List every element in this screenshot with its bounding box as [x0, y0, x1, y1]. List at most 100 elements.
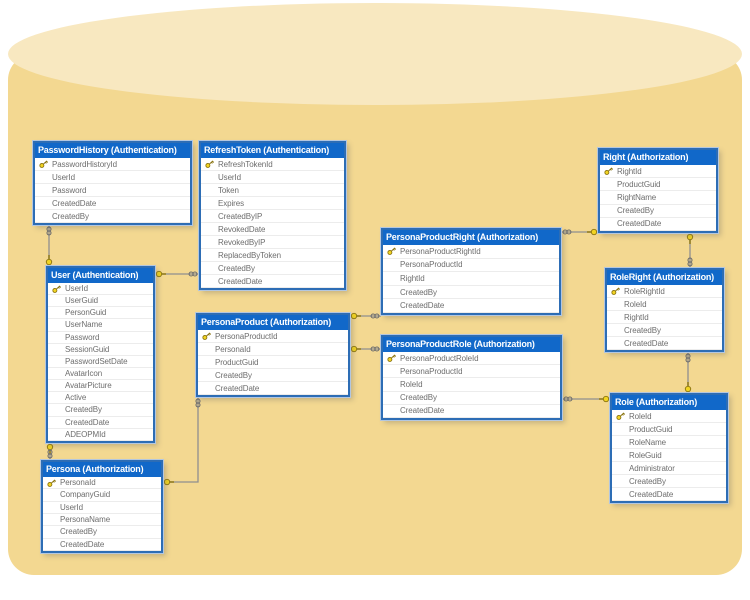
field-row[interactable]: PersonaProductId — [383, 365, 560, 379]
field-row[interactable]: CreatedBy — [35, 210, 190, 223]
field-row[interactable]: CompanyGuid — [43, 489, 161, 502]
field-row[interactable]: CreatedByIP — [201, 210, 344, 223]
field-row[interactable]: RoleName — [612, 436, 726, 449]
field-row[interactable]: Token — [201, 184, 344, 197]
field-row[interactable]: PersonGuid — [48, 307, 153, 320]
field-row[interactable]: CreatedDate — [612, 488, 726, 501]
field-row[interactable]: CreatedDate — [201, 275, 344, 288]
one-end-key-icon — [599, 395, 610, 403]
table-title[interactable]: Persona (Authorization) — [43, 462, 161, 477]
field-row[interactable]: AvatarPicture — [48, 380, 153, 393]
field-row[interactable]: ReplacedByToken — [201, 249, 344, 262]
field-name: CreatedDate — [400, 406, 445, 416]
field-row[interactable]: UserId — [43, 502, 161, 514]
field-row[interactable]: CreatedBy — [600, 205, 716, 218]
one-end-key-icon — [686, 233, 694, 244]
field-row[interactable]: RevokedDate — [201, 223, 344, 236]
table-title[interactable]: User (Authentication) — [48, 268, 153, 283]
field-row[interactable]: PersonaName — [43, 514, 161, 527]
field-row[interactable]: CreatedDate — [607, 337, 722, 350]
table-title[interactable]: RoleRight (Authorization) — [607, 270, 722, 285]
field-row[interactable]: CreatedBy — [43, 526, 161, 539]
field-row[interactable]: SessionGuid — [48, 344, 153, 356]
field-row[interactable]: UserGuid — [48, 295, 153, 308]
table-PersonaProductRight[interactable]: PersonaProductRight (Authorization)Perso… — [381, 228, 561, 315]
field-row[interactable]: UserId — [35, 171, 190, 184]
field-row[interactable]: CreatedDate — [43, 539, 161, 551]
field-name: CreatedDate — [617, 219, 662, 229]
field-row[interactable]: PersonaProductRightId — [383, 245, 559, 259]
field-row[interactable]: UserName — [48, 319, 153, 332]
field-row[interactable]: RoleId — [383, 378, 560, 392]
field-name: UserId — [218, 172, 241, 182]
field-row[interactable]: CreatedBy — [383, 286, 559, 300]
table-title[interactable]: PersonaProductRole (Authorization) — [383, 337, 560, 352]
field-name: CreatedByIP — [218, 211, 263, 221]
field-row[interactable]: PersonaProductRoleId — [383, 352, 560, 366]
table-title[interactable]: Role (Authorization) — [612, 395, 726, 410]
field-row[interactable]: PersonaId — [198, 343, 348, 356]
field-row[interactable]: CreatedBy — [201, 262, 344, 275]
field-row[interactable]: CreatedBy — [198, 369, 348, 382]
table-RefreshToken[interactable]: RefreshToken (Authentication)RefreshToke… — [199, 141, 346, 290]
field-row[interactable]: ADEOPMId — [48, 429, 153, 441]
field-row[interactable]: PersonaProductId — [198, 330, 348, 343]
field-name: CreatedDate — [629, 489, 674, 499]
field-row[interactable]: RoleRightId — [607, 285, 722, 298]
table-title[interactable]: PasswordHistory (Authentication) — [35, 143, 190, 158]
field-row[interactable]: RightName — [600, 191, 716, 205]
field-row[interactable]: ProductGuid — [600, 178, 716, 192]
field-row[interactable]: Administrator — [612, 462, 726, 475]
field-row[interactable]: RoleId — [607, 298, 722, 311]
table-title[interactable]: PersonaProduct (Authorization) — [198, 315, 348, 330]
field-row[interactable]: RightId — [383, 272, 559, 286]
field-row[interactable]: RefreshTokenId — [201, 158, 344, 171]
field-row[interactable]: CreatedDate — [48, 417, 153, 429]
field-row[interactable]: UserId — [48, 283, 153, 296]
field-row[interactable]: RightId — [600, 165, 716, 179]
table-title[interactable]: Right (Authorization) — [600, 150, 716, 165]
field-row[interactable]: PasswordSetDate — [48, 356, 153, 368]
field-row[interactable]: RevokedByIP — [201, 236, 344, 249]
primary-key-icon — [48, 284, 65, 294]
field-row[interactable]: ProductGuid — [198, 356, 348, 369]
field-name: PersonaProductId — [400, 260, 463, 270]
table-PasswordHistory[interactable]: PasswordHistory (Authentication)Password… — [33, 141, 192, 225]
field-row[interactable]: Password — [35, 184, 190, 197]
relation-persona-personaproduct[interactable] — [163, 397, 199, 483]
field-row[interactable]: CreatedDate — [35, 197, 190, 210]
field-row[interactable]: CreatedDate — [600, 218, 716, 231]
field-row[interactable]: RoleId — [612, 410, 726, 423]
field-row[interactable]: ProductGuid — [612, 423, 726, 436]
table-title[interactable]: PersonaProductRight (Authorization) — [383, 230, 559, 245]
field-row[interactable]: PersonaId — [43, 477, 161, 490]
table-PersonaProduct[interactable]: PersonaProduct (Authorization)PersonaPro… — [196, 313, 350, 397]
field-name: CreatedDate — [52, 198, 97, 208]
field-row[interactable]: AvatarIcon — [48, 368, 153, 381]
table-PersonaProductRole[interactable]: PersonaProductRole (Authorization)Person… — [381, 335, 562, 420]
field-row[interactable]: UserId — [201, 171, 344, 184]
field-row[interactable]: Password — [48, 332, 153, 344]
field-row[interactable]: CreatedDate — [383, 405, 560, 418]
field-name: Expires — [218, 198, 244, 208]
field-row[interactable]: CreatedBy — [607, 324, 722, 337]
field-row[interactable]: CreatedBy — [612, 475, 726, 488]
field-row[interactable]: PasswordHistoryId — [35, 158, 190, 171]
field-row[interactable]: RightId — [607, 311, 722, 324]
table-title[interactable]: RefreshToken (Authentication) — [201, 143, 344, 158]
field-row[interactable]: RoleGuid — [612, 449, 726, 462]
cylinder-top-ellipse — [8, 3, 742, 105]
field-row[interactable]: Active — [48, 392, 153, 405]
field-row[interactable]: PersonaProductId — [383, 259, 559, 273]
field-row[interactable]: Expires — [201, 197, 344, 210]
field-row[interactable]: CreatedDate — [198, 382, 348, 395]
field-row[interactable]: CreatedBy — [48, 404, 153, 417]
field-row[interactable]: CreatedDate — [383, 299, 559, 313]
field-row[interactable]: CreatedBy — [383, 392, 560, 405]
field-name: PersonaId — [215, 344, 251, 354]
